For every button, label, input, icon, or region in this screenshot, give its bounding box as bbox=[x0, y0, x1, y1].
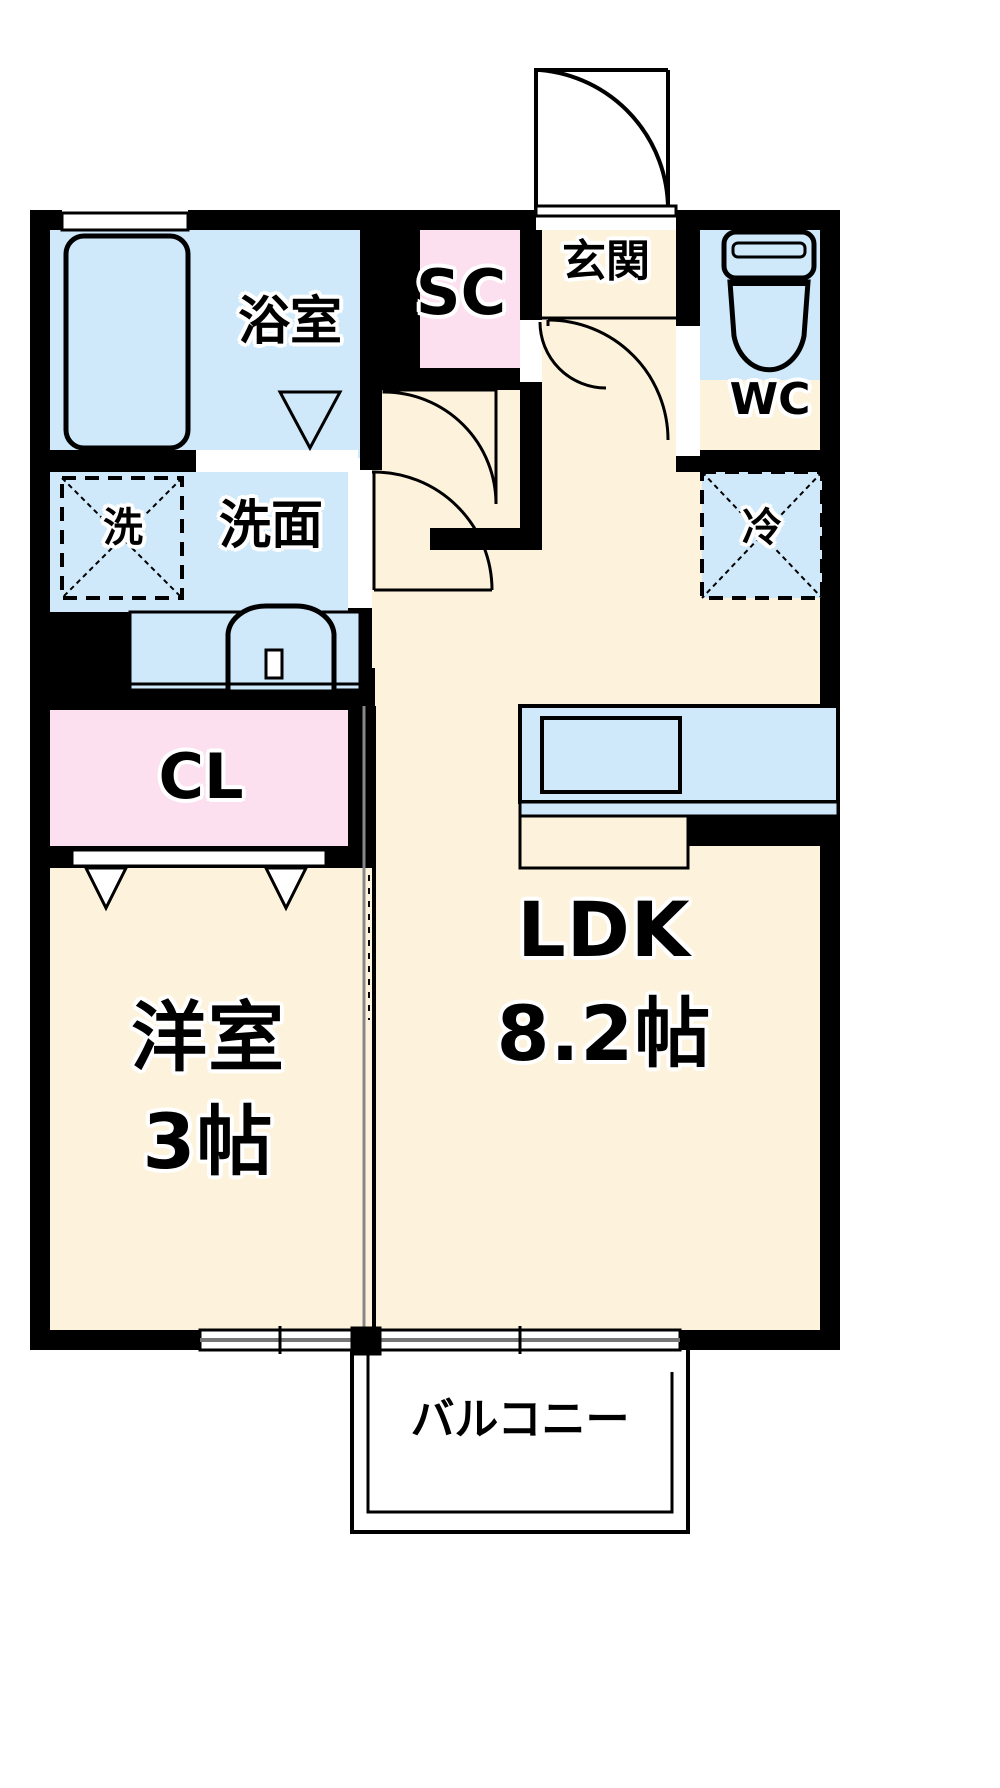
opening-balcony-door bbox=[200, 1330, 680, 1350]
room-label-washer: 洗 bbox=[103, 505, 143, 551]
room-area-closet bbox=[48, 710, 360, 854]
room-label-washbasin: 洗面 bbox=[218, 496, 323, 556]
opening-entrance-door bbox=[536, 210, 676, 230]
wall-washroom-bottom bbox=[30, 668, 375, 710]
wall-sc-right bbox=[520, 210, 542, 320]
wall-wc-left bbox=[676, 210, 700, 330]
room-label-balcony: バルコニー bbox=[410, 1394, 630, 1445]
room-label-ldk-size: 8.2帖 bbox=[496, 989, 712, 1078]
room-label-ldk-name: LDK bbox=[517, 885, 691, 974]
room-label-fridge: 冷 bbox=[742, 505, 782, 551]
wall-left bbox=[30, 210, 50, 1350]
wall-genkan-right bbox=[520, 380, 542, 550]
room-label-western-room-name: 洋室 bbox=[131, 993, 285, 1082]
room-label-bathroom: 浴室 bbox=[237, 292, 342, 352]
wall-kitchen-block bbox=[684, 800, 840, 846]
room-label-toilet: WC bbox=[729, 374, 811, 425]
opening-bath-window bbox=[62, 210, 188, 230]
room-label-closet: CL bbox=[158, 740, 244, 813]
room-label-shoe-closet: SC bbox=[415, 256, 507, 329]
room-area-shoe-closet bbox=[420, 228, 536, 368]
opening-wc-door bbox=[676, 326, 700, 456]
room-label-western-room-size: 3帖 bbox=[142, 1097, 274, 1186]
wall-closet-bottom bbox=[48, 846, 374, 868]
room-label-entrance: 玄関 bbox=[562, 236, 650, 287]
wall-bath-right bbox=[360, 210, 382, 470]
wall-sc-bottom bbox=[382, 368, 536, 390]
wall-sc-left bbox=[382, 210, 420, 380]
wall-wc-bottom bbox=[676, 450, 840, 472]
opening-sc-door bbox=[520, 320, 542, 382]
wall-bath-bottom bbox=[48, 450, 208, 472]
room-area-western-room bbox=[48, 854, 374, 1346]
opening-bath-door bbox=[196, 450, 358, 472]
opening-washroom-door bbox=[348, 470, 372, 608]
wall-closet-right bbox=[348, 690, 374, 860]
entrance-door-swing bbox=[534, 68, 671, 212]
